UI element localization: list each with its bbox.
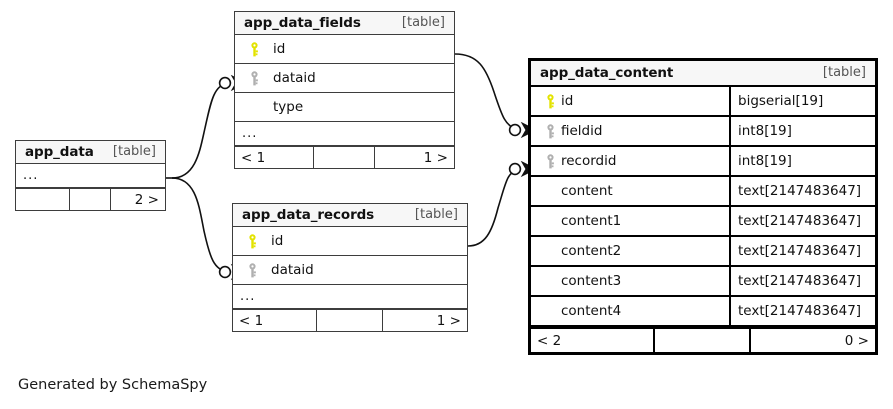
footer-parent-count: < 1 — [235, 147, 314, 168]
table-name: app_data_fields — [244, 14, 361, 31]
table-kind-label: [table] — [112, 144, 156, 159]
table-footer-app-data-records: < 1 1 > — [233, 309, 467, 331]
column-label: id — [561, 93, 574, 109]
foreign-key-icon — [539, 123, 561, 139]
footer-middle-cell — [317, 310, 383, 331]
footer-parent-count: < 1 — [233, 310, 318, 331]
cardinality-zero-records-dataid — [218, 265, 232, 279]
table-kind-label: [table] — [414, 207, 458, 222]
cardinality-zero-content-recordid — [508, 162, 522, 176]
table-more-columns-ellipsis: ... — [16, 164, 165, 188]
column-type: text[2147483647] — [729, 237, 875, 265]
table-name: app_data — [25, 143, 94, 160]
column-row-recordid[interactable]: recordid int8[19] — [531, 147, 875, 177]
column-name-cell: type — [235, 93, 454, 121]
column-label: content3 — [561, 273, 622, 289]
column-label: fieldid — [561, 123, 603, 139]
column-label: id — [273, 41, 286, 57]
column-row-content2[interactable]: content2 text[2147483647] — [531, 237, 875, 267]
column-type: text[2147483647] — [729, 207, 875, 235]
column-type: text[2147483647] — [729, 177, 875, 205]
table-footer-app-data: 2 > — [16, 188, 165, 210]
column-label: dataid — [273, 70, 316, 86]
column-label: content1 — [561, 213, 622, 229]
column-name-cell: content3 — [531, 267, 729, 295]
edge-records-to-content-recordid — [467, 168, 519, 247]
column-label: type — [273, 99, 304, 115]
primary-key-icon — [241, 233, 263, 249]
column-name-cell: dataid — [233, 256, 467, 284]
column-name-cell: content4 — [531, 297, 729, 325]
column-name-cell: id — [235, 35, 454, 63]
table-header-app-data-records: app_data_records [table] — [233, 204, 467, 227]
column-type: int8[19] — [729, 117, 875, 145]
footer-middle-cell — [70, 189, 112, 210]
column-row-dataid[interactable]: dataid — [235, 64, 454, 93]
table-name: app_data_content — [540, 64, 674, 81]
column-name-cell: id — [531, 87, 729, 115]
generated-by-caption: Generated by SchemaSpy — [18, 377, 208, 393]
column-name-cell: dataid — [235, 64, 454, 92]
column-row-content[interactable]: content text[2147483647] — [531, 177, 875, 207]
table-more-columns-ellipsis: ... — [235, 122, 454, 146]
cardinality-zero-fields-dataid — [218, 76, 232, 90]
column-type: text[2147483647] — [729, 297, 875, 325]
table-footer-app-data-fields: < 1 1 > — [235, 146, 454, 168]
column-label: content4 — [561, 303, 622, 319]
column-name-cell: recordid — [531, 147, 729, 175]
table-app-data-records[interactable]: app_data_records [table] id — [232, 203, 468, 332]
foreign-key-icon — [539, 153, 561, 169]
primary-key-icon — [243, 41, 265, 57]
table-kind-label: [table] — [822, 65, 866, 80]
table-more-columns-ellipsis: ... — [233, 285, 467, 309]
foreign-key-icon — [241, 262, 263, 278]
table-footer-app-data-content: < 2 0 > — [531, 327, 875, 352]
foreign-key-icon — [243, 70, 265, 86]
column-label: dataid — [271, 262, 314, 278]
column-row-content1[interactable]: content1 text[2147483647] — [531, 207, 875, 237]
table-app-data[interactable]: app_data [table] ... 2 > — [15, 140, 166, 211]
edge-app-data-to-records — [171, 177, 229, 273]
column-row-id[interactable]: id — [235, 35, 454, 64]
column-name-cell: id — [233, 227, 467, 255]
footer-middle-cell — [655, 329, 752, 352]
footer-middle-cell — [314, 147, 376, 168]
column-type: text[2147483647] — [729, 267, 875, 295]
edge-app-data-to-fields — [171, 82, 229, 179]
table-header-app-data: app_data [table] — [16, 141, 165, 164]
footer-child-count: 2 > — [134, 191, 159, 208]
column-name-cell: fieldid — [531, 117, 729, 145]
table-header-app-data-fields: app_data_fields [table] — [235, 12, 454, 35]
column-row-dataid[interactable]: dataid — [233, 256, 467, 285]
footer-child-count: 1 > — [436, 312, 461, 329]
cardinality-zero-content-fieldid — [508, 123, 522, 137]
column-row-fieldid[interactable]: fieldid int8[19] — [531, 117, 875, 147]
table-app-data-fields[interactable]: app_data_fields [table] id — [234, 11, 455, 169]
table-app-data-content[interactable]: app_data_content [table] id bigserial[19… — [528, 58, 878, 355]
column-row-content4[interactable]: content4 text[2147483647] — [531, 297, 875, 327]
table-kind-label: [table] — [401, 15, 445, 30]
column-name-cell: content — [531, 177, 729, 205]
footer-parent-count: < 2 — [531, 329, 655, 352]
column-label: content2 — [561, 243, 622, 259]
edge-fields-to-content-fieldid — [454, 53, 519, 131]
column-label: id — [271, 233, 284, 249]
column-row-id[interactable]: id bigserial[19] — [531, 87, 875, 117]
column-row-type[interactable]: type — [235, 93, 454, 122]
column-row-content3[interactable]: content3 text[2147483647] — [531, 267, 875, 297]
footer-child-count: 1 > — [423, 149, 448, 166]
column-row-id[interactable]: id — [233, 227, 467, 256]
column-label: content — [561, 183, 613, 199]
column-name-cell: content2 — [531, 237, 729, 265]
table-header-app-data-content: app_data_content [table] — [531, 61, 875, 87]
column-name-cell: content1 — [531, 207, 729, 235]
column-label: recordid — [561, 153, 617, 169]
column-type: int8[19] — [729, 147, 875, 175]
column-type: bigserial[19] — [729, 87, 875, 115]
primary-key-icon — [539, 93, 561, 109]
footer-child-count: 0 > — [844, 332, 869, 349]
footer-parent-count — [16, 189, 70, 210]
table-name: app_data_records — [242, 206, 375, 223]
